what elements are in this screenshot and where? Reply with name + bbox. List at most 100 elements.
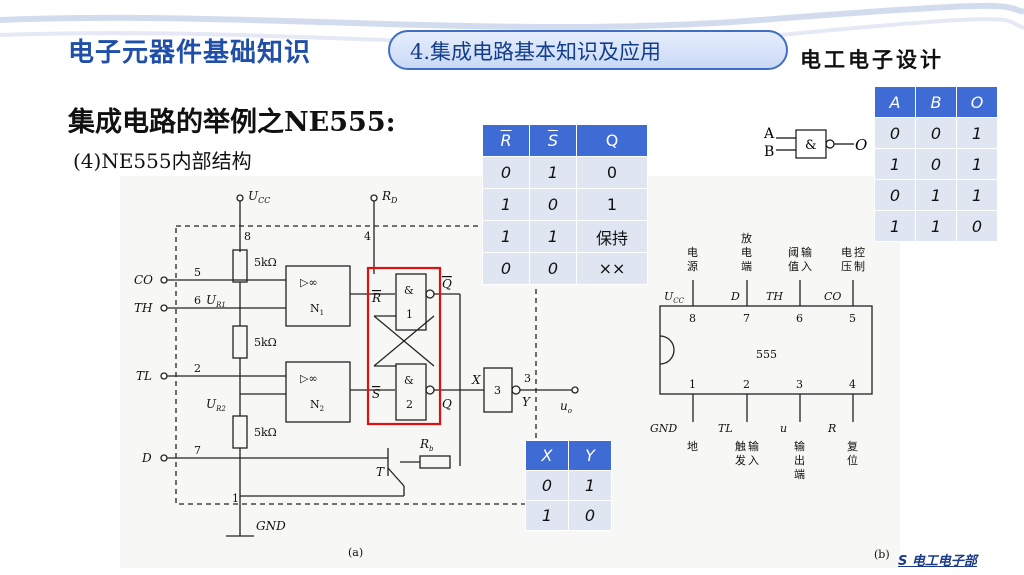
tl-label: TL: [136, 369, 152, 383]
th-label: TH: [134, 301, 153, 315]
b-sig-gnd: GND: [650, 422, 677, 435]
rd-label: RD: [381, 189, 398, 205]
pin6-label: 6: [194, 294, 201, 307]
b-pin7: 7: [743, 312, 750, 325]
x-label: X: [471, 373, 481, 387]
ur1-label: UR1: [206, 293, 226, 309]
res3-label: 5kΩ: [254, 426, 277, 439]
nand-gate-symbol: A B & O: [763, 126, 867, 160]
comparator-n1: [285, 265, 351, 327]
b-sig-uo: u: [780, 422, 787, 435]
chip-555-body: [659, 305, 873, 395]
bot-desc-0: 地: [687, 440, 698, 453]
topic-pill: [388, 30, 788, 70]
gate-input-a: A: [763, 126, 775, 142]
chip-boundary: [175, 225, 537, 505]
uo-label: uo: [560, 399, 572, 415]
pin4-label: 4: [364, 230, 371, 243]
bot-desc-3: 复位: [847, 439, 858, 467]
gate2-number: 2: [406, 398, 413, 411]
b-sig-tl: TL: [718, 422, 733, 435]
b-pin3: 3: [796, 378, 803, 391]
res1-label: 5kΩ: [254, 256, 277, 269]
nand-gate-1: [395, 273, 427, 331]
gate2-symbol: &: [404, 374, 414, 387]
pin2-label: 2: [194, 362, 201, 375]
ab-header-a: A: [874, 86, 916, 118]
category-title: 电子元器件基础知识: [68, 38, 312, 68]
rs-header-r: R: [482, 124, 530, 157]
bot-desc-2: 输出端: [794, 439, 805, 481]
topic-title: 4.集成电路基本知识及应用: [410, 40, 662, 64]
transistor-label: T: [376, 465, 385, 479]
comp2-label: N2: [310, 398, 324, 413]
rb-label: Rb: [419, 437, 434, 453]
r-bar-label: R: [371, 291, 381, 305]
gate3-number: 3: [494, 384, 501, 397]
q-label: Q: [442, 397, 452, 411]
b-sig-th: TH: [766, 290, 783, 303]
b-sig-d: D: [730, 290, 740, 303]
gate1-symbol: &: [404, 284, 414, 297]
s-bar-label: S: [372, 387, 380, 401]
co-label: CO: [134, 273, 153, 287]
gate-symbol-label: &: [805, 138, 817, 153]
q-bar-label: Q: [442, 277, 452, 291]
page-subtitle: (4)NE555内部结构: [73, 149, 252, 173]
ab-header-b: B: [915, 86, 957, 118]
b-pin5: 5: [849, 312, 856, 325]
ab-header-o: O: [956, 86, 998, 118]
top-desc-0: 电源: [687, 246, 698, 273]
pin1-label: 1: [232, 492, 239, 505]
page-title: 集成电路的举例之NE555:: [68, 107, 396, 138]
comp1-inf: ▷∞: [300, 276, 318, 289]
comp1-label: N1: [310, 302, 324, 317]
comparator-n2: [285, 361, 351, 423]
gate-input-b: B: [764, 144, 774, 160]
footer-brand: S 电工电子部: [898, 554, 977, 569]
rs-latch-highlight: [366, 266, 442, 426]
caption-b: (b): [874, 548, 890, 561]
xy-header-y: Y: [568, 440, 612, 471]
bot-desc-1: 触发输入: [735, 439, 759, 467]
rs-header-s: S: [529, 124, 577, 157]
b-pin4: 4: [849, 378, 856, 391]
circuit-figure: UCC RD CO TH TL D UR1 UR2 R S Q Q X Y uo…: [120, 176, 900, 568]
top-desc-1: 放电端: [741, 231, 752, 273]
ur2-label: UR2: [206, 397, 226, 413]
vcc-label: UCC: [248, 189, 270, 205]
comp2-inf: ▷∞: [300, 372, 318, 385]
b-sig-co: CO: [824, 290, 841, 303]
pin8-label: 8: [244, 230, 251, 243]
rs-header-q: Q: [576, 124, 648, 157]
b-pin2: 2: [743, 378, 750, 391]
top-desc-3: 电压控制: [841, 245, 865, 273]
pin3-label: 3: [524, 372, 531, 385]
b-pin1: 1: [689, 378, 696, 391]
gate-output-o: O: [855, 136, 867, 154]
b-sig-rd: R: [827, 422, 836, 435]
pin5-label: 5: [194, 266, 201, 279]
y-label: Y: [522, 395, 531, 409]
top-desc-2: 阈值输入: [788, 245, 812, 273]
res2-label: 5kΩ: [254, 336, 277, 349]
brand-label: 电工电子设计: [800, 48, 944, 72]
pin7-label: 7: [194, 444, 201, 457]
b-pin6: 6: [796, 312, 803, 325]
caption-a: (a): [348, 546, 363, 559]
b-pin8: 8: [689, 312, 696, 325]
xy-header-x: X: [525, 440, 569, 471]
gnd-label: GND: [256, 519, 286, 533]
